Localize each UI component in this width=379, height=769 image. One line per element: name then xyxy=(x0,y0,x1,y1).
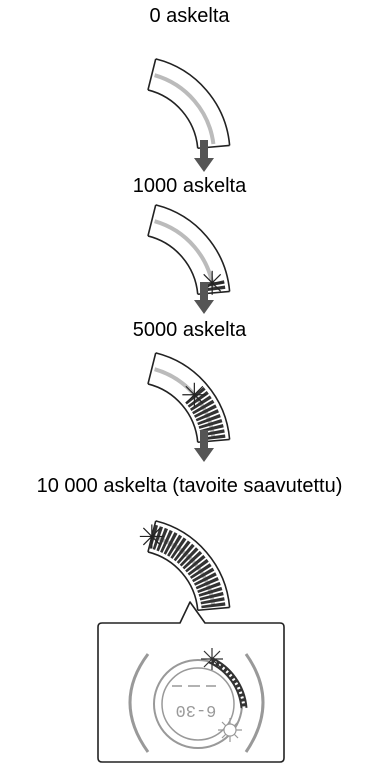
step-gauge-2 xyxy=(147,352,231,444)
gauge-outline xyxy=(155,352,231,440)
gauge-outline xyxy=(147,58,157,91)
down-arrow-icon xyxy=(194,282,214,314)
gauge-outline xyxy=(154,73,216,145)
step-gauge-3 xyxy=(139,520,231,612)
gauge-outline xyxy=(147,383,199,443)
gauge-outline xyxy=(147,89,199,149)
gauge-outline xyxy=(147,551,199,611)
sparkle-icon xyxy=(218,718,242,742)
gauge-fill xyxy=(184,386,226,442)
step-label-2: 5000 askelta xyxy=(132,319,247,341)
gauge-outline xyxy=(147,352,157,385)
step-label-1: 1000 askelta xyxy=(132,175,247,197)
gauge-outline xyxy=(147,235,199,295)
gauge-fill xyxy=(148,524,226,610)
gauge-outline xyxy=(197,606,230,612)
step-label-3: 10 000 askelta (tavoite saavutettu) xyxy=(36,475,343,497)
step-label-0: 0 askelta xyxy=(149,5,230,27)
gauge-outline xyxy=(154,219,216,291)
down-arrow-icon xyxy=(194,140,214,172)
gauge-outline xyxy=(155,520,231,608)
watch-display-text: 6-30 xyxy=(176,700,217,719)
sparkle-icon xyxy=(182,382,207,407)
gauge-outline xyxy=(155,58,231,146)
gauge-outline xyxy=(147,204,157,237)
gauge-outline xyxy=(155,204,231,292)
down-arrow-icon xyxy=(194,430,214,462)
sparkle-icon xyxy=(139,524,164,549)
sparkle-icon xyxy=(201,648,223,670)
